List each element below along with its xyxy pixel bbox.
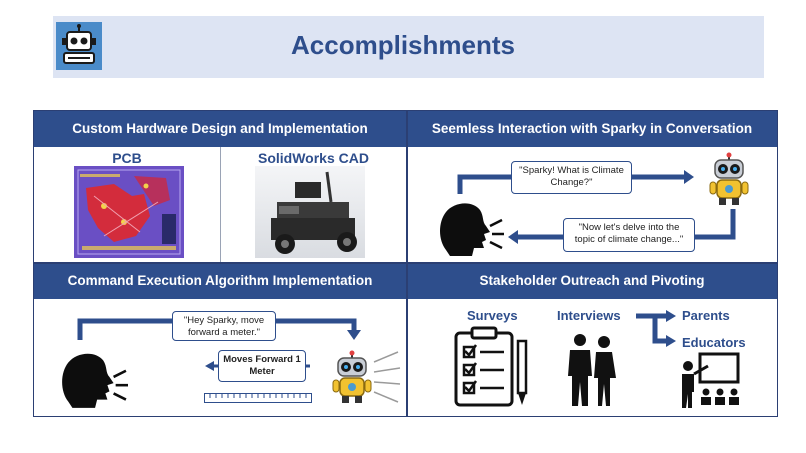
motion-lines-icon [372, 350, 402, 406]
pcb-image [74, 166, 184, 258]
interviews-label: Interviews [557, 308, 621, 323]
pcb-label: PCB [112, 150, 142, 166]
educator-presentation-icon [680, 352, 742, 408]
surveys-label: Surveys [467, 308, 518, 323]
educators-label: Educators [682, 335, 746, 350]
title-banner [53, 16, 764, 78]
speaking-head-icon [58, 350, 128, 408]
survey-clipboard-icon [452, 326, 534, 407]
page-title: Accomplishments [291, 30, 515, 60]
hardware-inner-divider [220, 147, 221, 262]
climate-question-bubble: "Sparky! What is Climate Change?" [511, 161, 632, 194]
cad-label: SolidWorks CAD [258, 150, 369, 166]
moves-forward-label: Moves Forward 1 Meter [218, 350, 306, 382]
sparky-robot-icon [330, 350, 374, 404]
cad-model-image [255, 166, 365, 258]
speaking-head-icon [436, 200, 504, 256]
climate-answer-bubble: "Now let's delve into the topic of clima… [563, 218, 695, 252]
move-command-bubble: "Hey Sparky, move forward a meter." [172, 311, 276, 341]
interview-people-icon [566, 332, 618, 408]
command-panel-title: Command Execution Algorithm Implementati… [34, 263, 406, 299]
vertical-divider [406, 111, 408, 416]
interaction-panel-title: Seemless Interaction with Sparky in Conv… [407, 111, 777, 147]
horizontal-divider [34, 262, 777, 264]
stakeholder-panel-title: Stakeholder Outreach and Pivoting [407, 263, 777, 299]
robot-logo-icon [56, 22, 102, 70]
parents-label: Parents [682, 308, 730, 323]
hardware-panel-title: Custom Hardware Design and Implementatio… [34, 111, 406, 147]
sparky-robot-icon [707, 152, 751, 206]
ruler-icon [204, 393, 312, 403]
accomplishments-grid [33, 110, 778, 417]
